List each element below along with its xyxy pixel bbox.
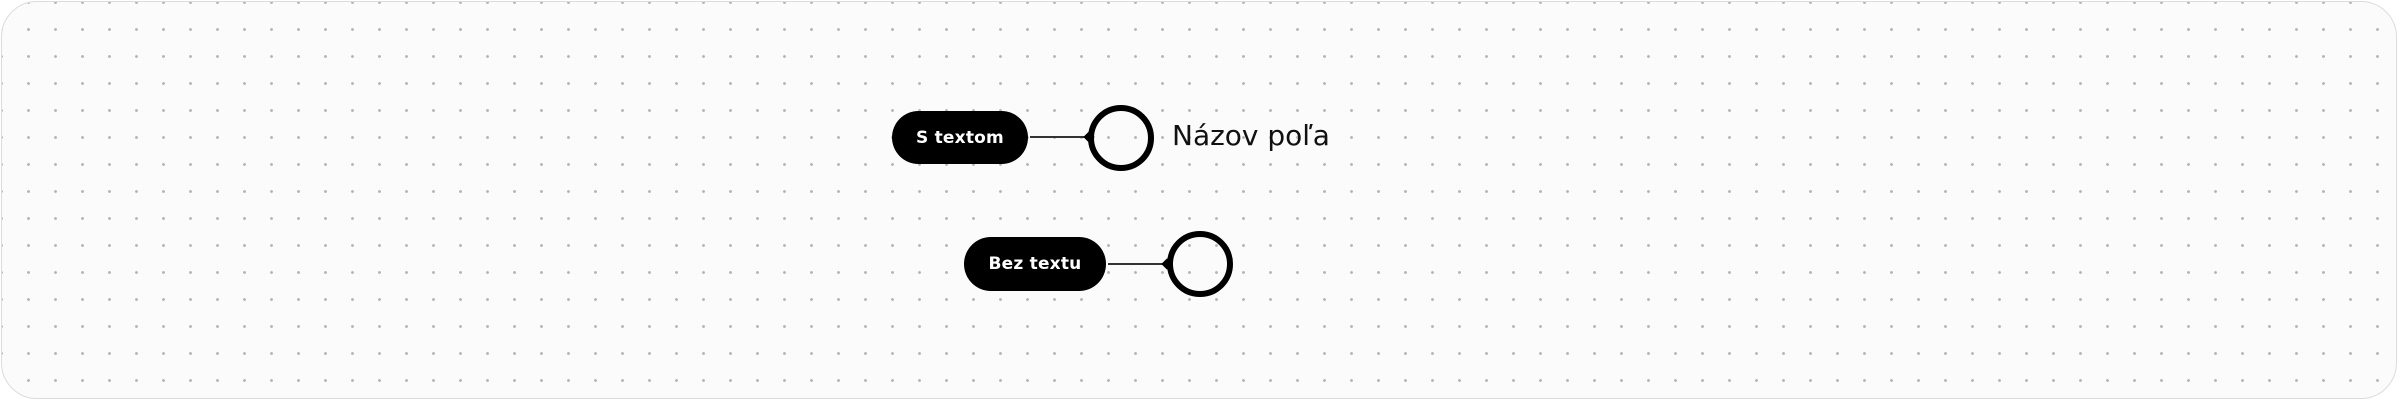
s-textom-button[interactable]: S textom [892, 111, 1028, 164]
bez-textu-button-label: Bez textu [988, 254, 1082, 274]
radio-circle-1[interactable] [1088, 105, 1154, 171]
bez-textu-button[interactable]: Bez textu [964, 237, 1106, 291]
radio-circle-2[interactable] [1167, 231, 1233, 297]
connector-line-2 [1108, 263, 1168, 265]
s-textom-button-label: S textom [916, 127, 1004, 148]
field-label: Názov poľa [1172, 119, 1330, 152]
connector-line-1 [1030, 136, 1090, 138]
